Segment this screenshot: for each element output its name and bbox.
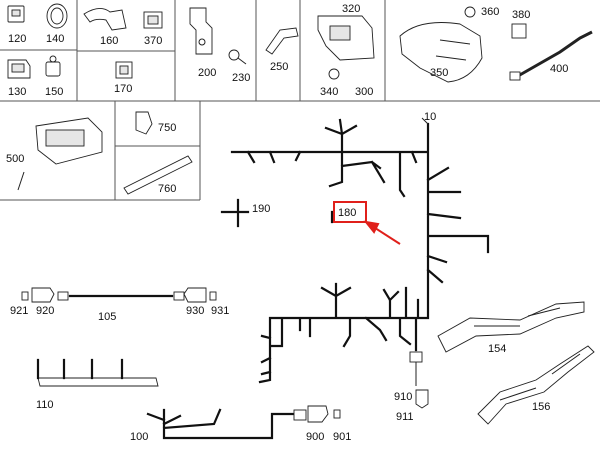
part-130[interactable]: 130 xyxy=(7,59,31,98)
part-350-label: 350 xyxy=(430,67,448,79)
part-230-label: 230 xyxy=(232,72,250,84)
part-180[interactable]: 180 xyxy=(333,201,401,245)
part-931-label: 931 xyxy=(211,305,229,317)
part-100-label: 100 xyxy=(130,431,148,443)
part-320[interactable]: 320 xyxy=(317,3,375,61)
part-230[interactable]: 230 xyxy=(228,49,250,84)
part-150-label: 150 xyxy=(45,86,63,98)
part-320-label: 320 xyxy=(342,3,360,15)
part-500-label: 500 xyxy=(6,153,24,165)
part-140[interactable]: 140 xyxy=(46,3,68,45)
arrow-head-icon xyxy=(363,220,380,234)
part-105-label: 105 xyxy=(98,311,116,323)
part-921-label: 921 xyxy=(10,305,28,317)
part-150[interactable]: 150 xyxy=(45,55,63,98)
part-900[interactable]: 900 xyxy=(293,405,329,443)
part-360[interactable]: 360 xyxy=(464,6,499,18)
part-120-label: 120 xyxy=(8,33,26,45)
part-930[interactable]: 930 xyxy=(183,287,207,317)
part-370[interactable]: 370 xyxy=(143,11,163,47)
part-300[interactable]: 300 xyxy=(355,86,373,98)
part-190[interactable]: 190 xyxy=(220,198,270,228)
part-901-label: 901 xyxy=(333,431,351,443)
part-154[interactable]: 154 xyxy=(437,301,585,355)
part-340[interactable]: 340 xyxy=(320,68,340,98)
part-380[interactable]: 380 xyxy=(511,9,530,39)
part-160[interactable]: 160 xyxy=(83,8,127,47)
part-190-label: 190 xyxy=(252,203,270,215)
part-154-label: 154 xyxy=(488,343,506,355)
part-10-label: 10 xyxy=(424,111,436,123)
top-parts-grid xyxy=(0,0,600,201)
part-910[interactable]: 910 xyxy=(394,351,423,403)
part-901[interactable]: 901 xyxy=(333,409,351,443)
part-750-label: 750 xyxy=(158,122,176,134)
part-931[interactable]: 931 xyxy=(209,291,229,317)
main-wiring-harness[interactable]: 10 xyxy=(230,111,490,384)
part-110-label: 110 xyxy=(36,399,54,411)
part-180-arrow-icon xyxy=(371,225,401,245)
part-250[interactable]: 250 xyxy=(265,27,299,73)
part-180-label: 180 xyxy=(338,207,356,219)
part-400[interactable]: 400 xyxy=(509,30,593,81)
part-340-label: 340 xyxy=(320,86,338,98)
part-200[interactable]: 200 xyxy=(189,7,216,79)
part-920-label: 920 xyxy=(36,305,54,317)
part-200-label: 200 xyxy=(198,67,216,79)
part-170-label: 170 xyxy=(114,83,132,95)
part-380-label: 380 xyxy=(512,9,530,21)
part-100[interactable]: 100 xyxy=(130,408,296,443)
part-160-label: 160 xyxy=(100,35,118,47)
part-400-label: 400 xyxy=(550,63,568,75)
part-120[interactable]: 120 xyxy=(7,5,26,45)
part-156-label: 156 xyxy=(532,401,550,413)
part-930-label: 930 xyxy=(186,305,204,317)
part-760-label: 760 xyxy=(158,183,176,195)
part-900-label: 900 xyxy=(306,431,324,443)
part-911[interactable]: 911 xyxy=(396,389,429,423)
part-920[interactable]: 920 xyxy=(31,287,55,317)
part-760[interactable]: 760 xyxy=(123,155,193,195)
part-170[interactable]: 170 xyxy=(114,61,133,95)
part-500[interactable]: 500 xyxy=(6,117,103,191)
part-105[interactable]: 105 xyxy=(57,291,185,323)
part-250-label: 250 xyxy=(270,61,288,73)
part-140-label: 140 xyxy=(46,33,64,45)
part-910-label: 910 xyxy=(394,391,412,403)
part-360-label: 360 xyxy=(481,6,499,18)
part-911-label: 911 xyxy=(396,411,414,423)
part-110[interactable]: 110 xyxy=(36,358,159,411)
part-370-label: 370 xyxy=(144,35,162,47)
part-130-label: 130 xyxy=(8,86,26,98)
part-300-label: 300 xyxy=(355,86,373,98)
part-156[interactable]: 156 xyxy=(477,345,595,425)
part-350[interactable]: 350 xyxy=(399,22,483,83)
part-180-highlight-box xyxy=(333,201,367,223)
part-921[interactable]: 921 xyxy=(10,291,29,317)
part-750[interactable]: 750 xyxy=(135,111,176,135)
